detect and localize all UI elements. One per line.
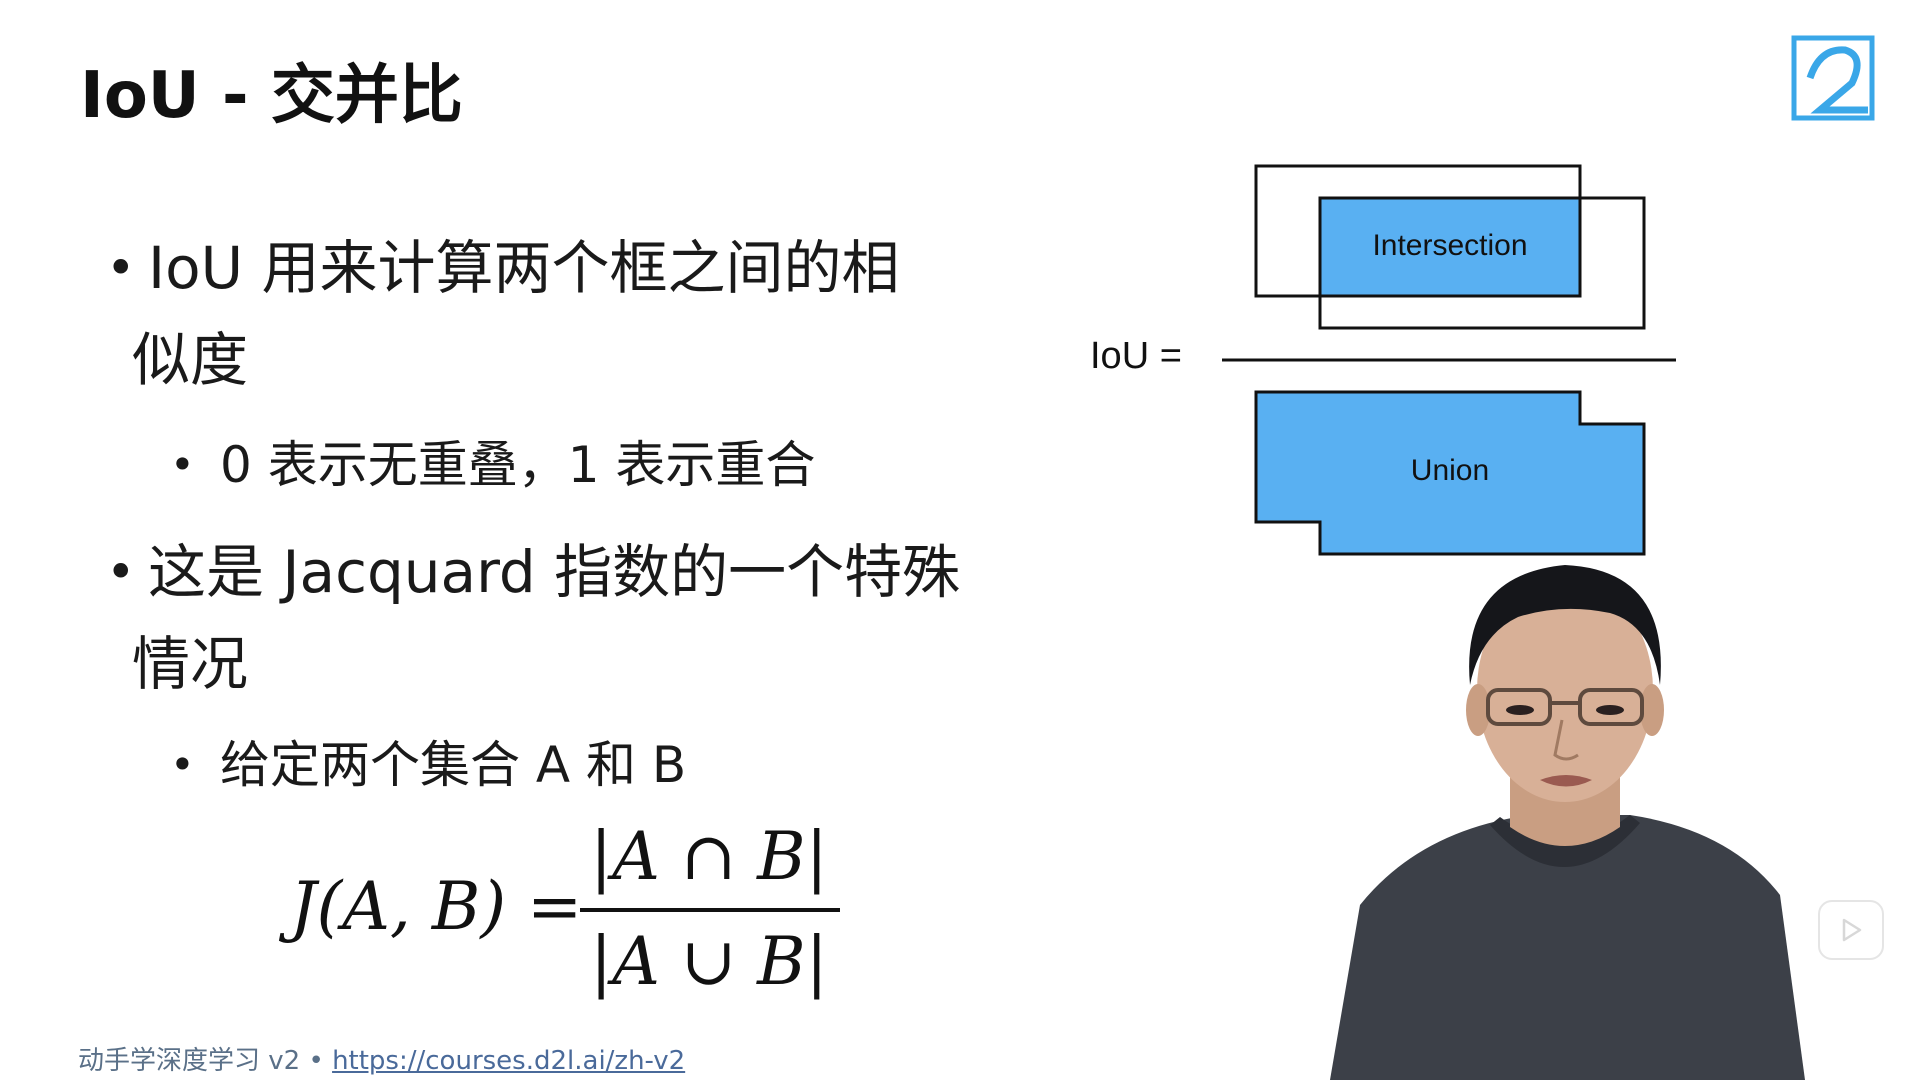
bullet-dot: • <box>170 740 195 789</box>
intersection-region <box>1318 196 1582 298</box>
formula-denominator: |A ∪ B| <box>590 923 828 1000</box>
intersection-label: Intersection <box>1372 229 1527 262</box>
mouth <box>1540 775 1592 787</box>
presenter-body <box>1330 815 1805 1080</box>
play-button[interactable] <box>1818 900 1884 960</box>
bullet-dot: • <box>106 239 136 297</box>
nose <box>1553 719 1579 761</box>
bullet-line: 情况 <box>132 630 249 698</box>
sub-bullet-text: 0 表示无重叠，1 表示重合 <box>220 436 816 494</box>
jaccard-formula: J(A, B) = |A ∩ B| |A ∪ B| <box>290 818 850 1008</box>
presenter-video <box>1330 565 1805 1080</box>
bullet-line: 这是 Jacquard 指数的一个特殊 <box>148 538 961 606</box>
bullet-dot: • <box>106 543 136 601</box>
formula-lhs: J(A, B) = <box>290 868 583 945</box>
bullet-iou-definition: • IoU 用来计算两个框之间的相 似度 <box>106 222 1008 406</box>
play-icon <box>1842 918 1862 942</box>
eye <box>1506 705 1534 715</box>
glasses-right <box>1578 688 1644 726</box>
glasses-left <box>1486 688 1552 726</box>
bullet-line: 似度 <box>132 326 249 394</box>
slide-title: IoU - 交并比 <box>80 59 463 133</box>
iou-equals-label: IoU = <box>1090 335 1182 377</box>
eye <box>1596 705 1624 715</box>
footer-text: 动手学深度学习 v2 • <box>78 1046 333 1076</box>
presenter-hair <box>1469 565 1661 685</box>
sub-bullet-text: 给定两个集合 A 和 B <box>220 736 687 794</box>
iou-diagram: Intersection Union <box>1222 164 1676 556</box>
course-link[interactable]: https://courses.d2l.ai/zh-v2 <box>332 1046 686 1076</box>
presenter-face <box>1477 578 1653 802</box>
sub-bullet-overlap: • 0 表示无重叠，1 表示重合 <box>170 430 816 500</box>
bullet-dot: • <box>170 440 195 489</box>
union-region <box>1254 390 1646 556</box>
sub-bullet-sets: • 给定两个集合 A 和 B <box>170 730 687 800</box>
bullet-jacquard: • 这是 Jacquard 指数的一个特殊 情况 <box>106 526 1048 710</box>
bullet-line: IoU 用来计算两个框之间的相 <box>148 234 900 302</box>
fraction-bar <box>580 908 840 912</box>
union-label: Union <box>1411 454 1489 487</box>
formula-numerator: |A ∩ B| <box>590 818 828 895</box>
presenter-ear <box>1466 684 1490 736</box>
d2l-logo-icon <box>1791 35 1875 121</box>
presenter-ear <box>1640 684 1664 736</box>
footer: 动手学深度学习 v2 • https://courses.d2l.ai/zh-v… <box>78 1040 685 1077</box>
